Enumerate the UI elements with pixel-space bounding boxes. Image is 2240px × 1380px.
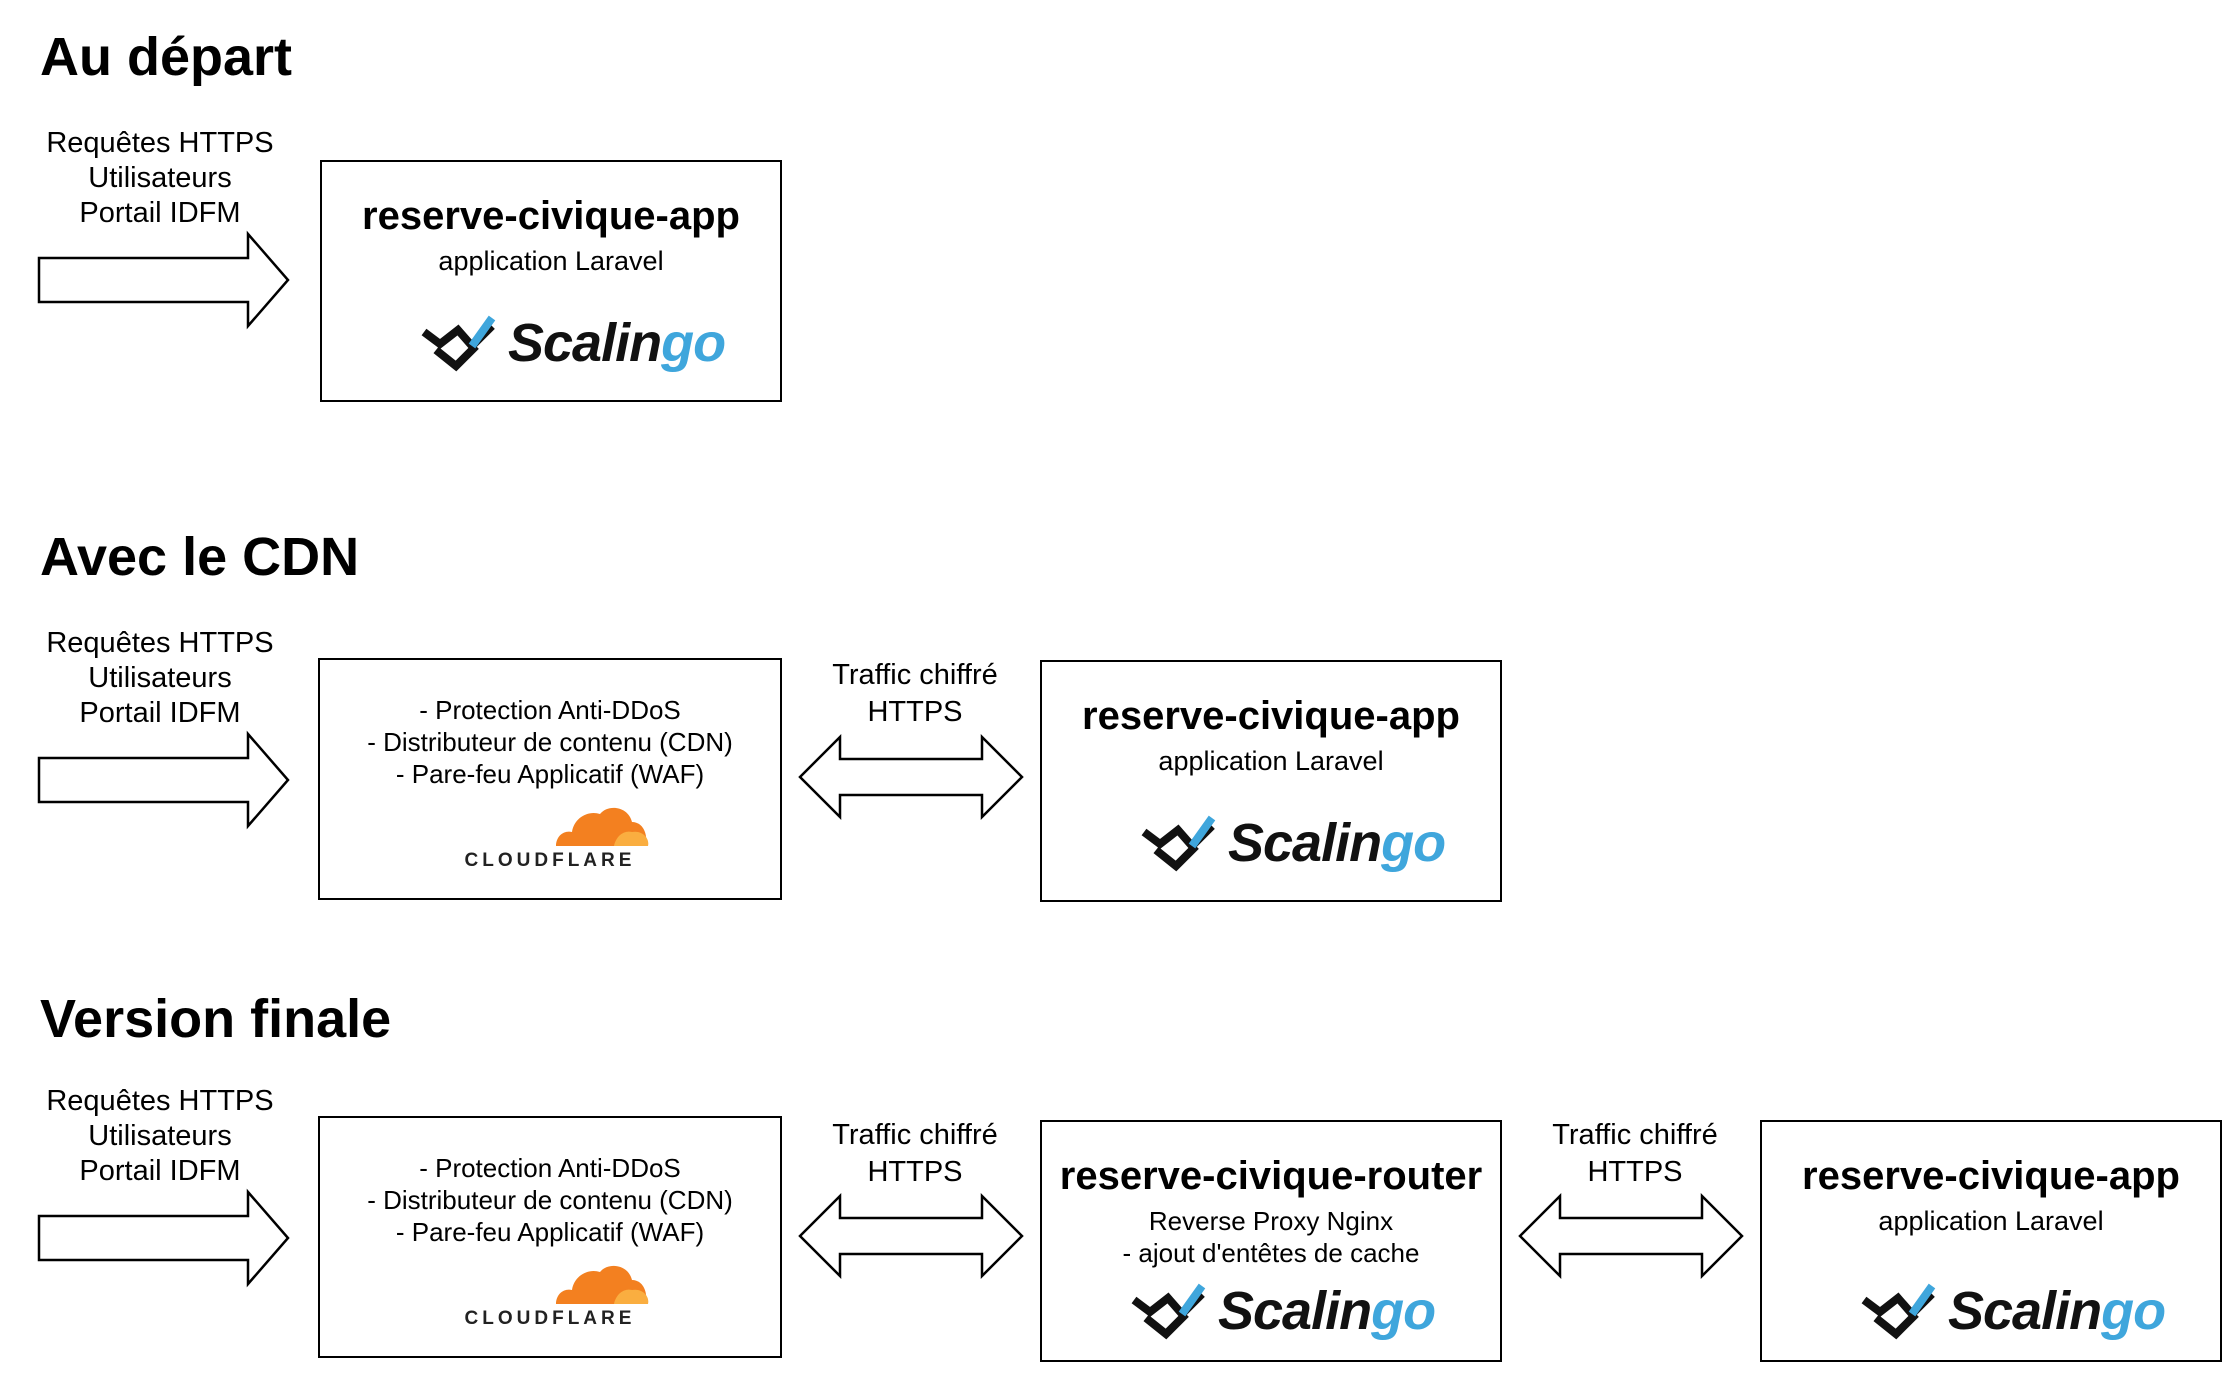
scalingo-mark-icon (1861, 1283, 1936, 1340)
label-line: Requêtes HTTPS (46, 127, 274, 159)
scalingo-mark-icon (1141, 815, 1216, 872)
label-line: Portail IDFM (79, 1155, 241, 1187)
scalingo-wordmark: Scalingo (1948, 1281, 2166, 1341)
app-box: reserve-civique-app application Laravel … (1760, 1120, 2222, 1362)
router-line-2: - ajout d'entêtes de cache (1122, 1238, 1420, 1268)
app-title: reserve-civique-app (1802, 1154, 2180, 1198)
scalingo-logo: Scalingo (322, 312, 780, 376)
app-title: reserve-civique-app (362, 194, 740, 238)
label-line: Traffic chiffré (1552, 1119, 1718, 1151)
scalingo-mark-icon (421, 315, 496, 372)
scalingo-mark-icon (1131, 1283, 1206, 1340)
app-subtitle: application Laravel (1878, 1206, 2104, 1236)
encrypted-traffic-label: Traffic chiffré HTTPS (800, 658, 1030, 730)
cdn-box: - Protection Anti-DDoS - Distributeur de… (318, 1116, 782, 1358)
cdn-feature: - Protection Anti-DDoS (419, 1153, 681, 1183)
app-title: reserve-civique-app (1082, 694, 1460, 738)
label-line: Traffic chiffré (832, 659, 998, 691)
label-line: Traffic chiffré (832, 1119, 998, 1151)
label-line: HTTPS (1587, 1156, 1683, 1188)
label-line: Requêtes HTTPS (46, 627, 274, 659)
cdn-feature: - Protection Anti-DDoS (419, 695, 681, 725)
incoming-arrow (37, 1188, 290, 1288)
label-line: Portail IDFM (79, 197, 241, 229)
section-title-avec-le-cdn: Avec le CDN (40, 527, 360, 587)
cdn-feature: - Distributeur de contenu (CDN) (367, 727, 733, 757)
incoming-arrow (37, 230, 290, 330)
router-line-1: Reverse Proxy Nginx (1148, 1206, 1394, 1236)
cdn-feature: - Distributeur de contenu (CDN) (367, 1185, 733, 1215)
scalingo-wordmark: Scalingo (1228, 813, 1446, 873)
incoming-requests-label: Requêtes HTTPS Utilisateurs Portail IDFM (30, 126, 290, 231)
cdn-feature: - Pare-feu Applicatif (WAF) (395, 759, 705, 789)
bidirectional-arrow (1518, 1192, 1744, 1280)
cdn-feature: - Pare-feu Applicatif (WAF) (395, 1217, 705, 1247)
incoming-requests-label: Requêtes HTTPS Utilisateurs Portail IDFM (30, 626, 290, 731)
scalingo-wordmark: Scalingo (1218, 1281, 1436, 1341)
app-subtitle: application Laravel (1158, 746, 1384, 776)
label-line: Utilisateurs (88, 662, 232, 694)
cloudflare-cloud-icon (556, 807, 649, 846)
bidirectional-arrow (798, 1192, 1024, 1280)
bidirectional-arrow (798, 733, 1024, 821)
app-subtitle: application Laravel (438, 246, 664, 276)
incoming-arrow (37, 730, 290, 830)
label-line: HTTPS (867, 696, 963, 728)
scalingo-logo: Scalingo (1042, 812, 1500, 876)
label-line: Utilisateurs (88, 162, 232, 194)
section-title-au-depart: Au départ (40, 27, 293, 87)
encrypted-traffic-label: Traffic chiffré HTTPS (800, 1118, 1030, 1190)
encrypted-traffic-label: Traffic chiffré HTTPS (1520, 1118, 1750, 1190)
label-line: HTTPS (867, 1156, 963, 1188)
scalingo-wordmark: Scalingo (508, 313, 726, 373)
label-line: Utilisateurs (88, 1120, 232, 1152)
cdn-features: - Protection Anti-DDoS - Distributeur de… (320, 694, 780, 790)
cdn-features: - Protection Anti-DDoS - Distributeur de… (320, 1152, 780, 1248)
app-box: reserve-civique-app application Laravel … (1040, 660, 1502, 902)
scalingo-logo: Scalingo (1042, 1280, 1500, 1344)
router-title: reserve-civique-router (1059, 1154, 1483, 1198)
incoming-requests-label: Requêtes HTTPS Utilisateurs Portail IDFM (30, 1084, 290, 1189)
label-line: Portail IDFM (79, 697, 241, 729)
label-line: Requêtes HTTPS (46, 1085, 274, 1117)
cloudflare-cloud-icon (556, 1265, 649, 1304)
cloudflare-wordmark: CLOUDFLARE (464, 850, 636, 871)
section-title-version-finale: Version finale (40, 989, 392, 1049)
router-box: reserve-civique-router Reverse Proxy Ngi… (1040, 1120, 1502, 1362)
scalingo-logo: Scalingo (1762, 1280, 2220, 1344)
cloudflare-wordmark: CLOUDFLARE (464, 1308, 636, 1329)
app-box: reserve-civique-app application Laravel … (320, 160, 782, 402)
cdn-box: - Protection Anti-DDoS - Distributeur de… (318, 658, 782, 900)
